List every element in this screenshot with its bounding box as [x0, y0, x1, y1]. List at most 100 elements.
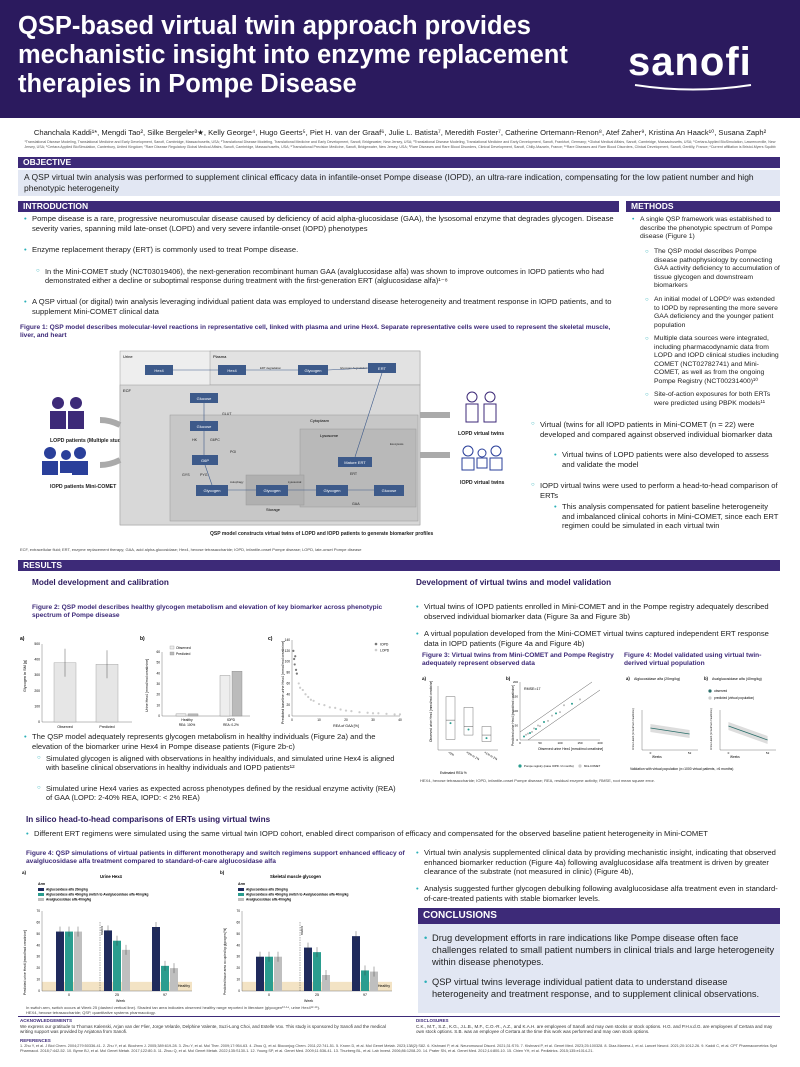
fig5a-legend-swatch	[38, 898, 44, 901]
fig3b-y-tick: 150	[513, 695, 518, 699]
intro-sub-bullet-1: In the Mini-COMET study (NCT03019406), t…	[36, 267, 617, 286]
glucose-ecf-text: Glucose	[197, 396, 212, 401]
fig5a-xlabel: Week	[116, 999, 125, 1003]
fig3b-point	[531, 730, 533, 733]
fig3a-point	[449, 722, 452, 725]
fig5a-legend-label: Avalglucosidase alfa 40mg/kg	[46, 898, 91, 902]
urine-label: Urine	[123, 354, 133, 359]
fig3a-box	[445, 696, 456, 740]
fig5b-bar	[361, 970, 369, 991]
fig2c-legend-marker	[374, 648, 378, 652]
fig4a-title: Alglucosidase alfa (20mg/kg)	[634, 677, 680, 681]
figure-3-footnote: HEX4, hexose tetrasaccharide; IOPD, infa…	[420, 778, 655, 783]
fig3b-point	[539, 725, 541, 728]
fig2c-point	[350, 710, 353, 713]
ecf-label: ECF	[123, 388, 132, 393]
fig2c-point	[317, 702, 321, 706]
hex4-urine-text: Hex4	[154, 368, 164, 373]
figure-2-caption: Figure 2: QSP model describes healthy gl…	[32, 604, 383, 619]
affiliations: ¹Translational Disease Modeling, Transla…	[24, 140, 776, 149]
fig5b-xlabel: Week	[304, 999, 313, 1003]
pyg-label: PYG	[200, 473, 208, 477]
fig2c-point	[344, 709, 348, 712]
fig2c-legend-label: LOPD	[380, 649, 390, 653]
fig2b-y-tick: 10	[156, 703, 160, 707]
figure-5-footnote: In switch arm, switch occurs at Week 25 …	[26, 1005, 321, 1010]
fig5a-y-tick: 60	[36, 920, 40, 924]
fig2c-point	[328, 706, 331, 709]
fig5b-y-tick: 30	[236, 955, 240, 959]
acknowledgements-text: We express our gratitude to Thomas Kalen…	[20, 1024, 386, 1035]
fig3b-x-tick: 150	[577, 741, 582, 745]
fig2c-y-tick: 80	[286, 671, 290, 675]
fig5b-legend-label: Avalglucosidase alfa 40mg/kg	[246, 898, 291, 902]
fig2c-point	[293, 657, 296, 661]
iopd-patients-icon	[42, 447, 88, 475]
tiny-label-2: ERT degradation	[260, 366, 281, 370]
glycogen-node-2	[256, 485, 288, 496]
fig5b-legend-label: Alglucosidase alfa 40mg/kg switch to Ava…	[246, 893, 349, 897]
fig2b-bar	[231, 671, 243, 717]
fig5b-bar	[274, 956, 282, 991]
glycogen-text-1: Glycogen	[204, 488, 221, 493]
development-bullet-2: A virtual population developed from the …	[416, 629, 780, 648]
fig3a-box	[481, 726, 492, 742]
calibration-sub-2: Simulated urine Hex4 varies as expected …	[37, 784, 402, 803]
fig5a-bar	[170, 968, 178, 991]
glucose-cyto-text: Glucose	[197, 424, 212, 429]
glycogen-node-1	[196, 485, 228, 496]
lopd-patients-icon	[50, 397, 84, 429]
fig5a-bar	[122, 949, 130, 991]
legend-minicomet-marker	[578, 764, 582, 768]
fig2c-x-tick: 30	[371, 718, 375, 722]
fig2a-y-tick: 300	[34, 673, 40, 677]
fig5b-title: Skeletal muscle glycogen	[270, 874, 321, 879]
fig2c-point	[377, 712, 380, 715]
fig5b-y-tick: 70	[236, 909, 240, 913]
fig3b-x-tick: 50	[538, 741, 542, 745]
fig5a-y-tick: 70	[36, 909, 40, 913]
fig3a-panel: a)	[422, 676, 427, 681]
references-text: 1. Zhu Y, et al. J Biol Chem. 2004;279:5…	[20, 1044, 777, 1053]
fig4b-xlabel: Weeks	[730, 755, 740, 759]
fig3a-xlabel: Estimated REA %	[440, 771, 467, 775]
fig3a-point	[485, 737, 488, 740]
fig3b-point	[525, 733, 527, 736]
fig2a-y-tick: 0	[38, 720, 40, 724]
logo-swoosh-icon	[634, 84, 752, 91]
fig5a-bar	[113, 940, 121, 991]
fig3b-y-tick: 100	[513, 709, 518, 713]
input-arrow-2	[99, 457, 122, 468]
fig3b-point	[571, 702, 573, 705]
fig2c-point	[371, 712, 375, 715]
fig3b-panel: b)	[506, 676, 511, 681]
tiny-label-5: Exocytosis	[390, 442, 404, 446]
fig5b-healthy-label: Healthy	[378, 984, 390, 988]
figure-1-footnote: ECF, extracellular fluid; ERT, enzyme re…	[20, 547, 362, 552]
model-arrows	[173, 367, 383, 491]
fig2b-bar	[187, 713, 199, 717]
calibration-sub-1: Simulated glycogen is aligned with obser…	[37, 754, 402, 773]
figure-1-caption: Figure 1: QSP model describes molecular-…	[20, 324, 611, 339]
fig3b-point	[555, 712, 557, 715]
fig2c-x-tick: 0	[291, 718, 293, 722]
mature-ert-node	[338, 457, 372, 467]
fig5b-bar	[313, 952, 321, 991]
fig2c-point	[385, 712, 388, 715]
fig3b-legend-1: Pompe registry (naive IOPD <2 months)	[524, 764, 574, 768]
fig2c-y-tick: 100	[285, 660, 291, 664]
fig2c-point	[398, 713, 402, 716]
fig5b-legend-swatch	[238, 888, 244, 891]
fig3b-point	[551, 714, 553, 717]
fig3b-point	[547, 719, 549, 722]
fig5a-x-tick: 25	[115, 993, 119, 997]
fig2c-x-tick: 20	[344, 718, 348, 722]
fig3b-point	[543, 721, 545, 724]
fig3b-point	[579, 698, 581, 701]
figure-5-caption: Figure 4: QSP simulations of virtual pat…	[26, 850, 405, 865]
iopd-twins-label: IOPD virtual twins	[460, 480, 505, 486]
